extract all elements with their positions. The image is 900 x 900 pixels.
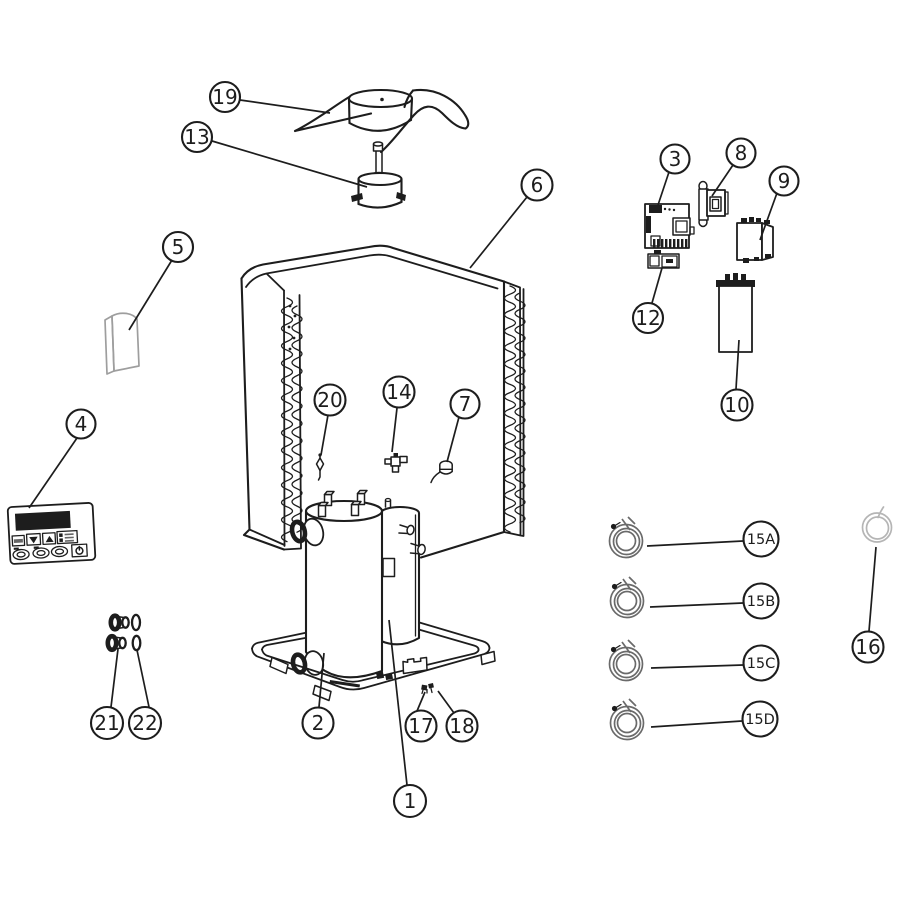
spa-button: [32, 547, 50, 559]
pan-foot-right: [480, 650, 496, 666]
callout-15a: 15A: [646, 520, 780, 558]
pan-foot-front: [312, 684, 332, 702]
compressor: [379, 497, 426, 646]
up-arrow-icon: [45, 535, 54, 543]
coil-fins-left-2: [291, 305, 303, 533]
pan-foot-left: [269, 656, 289, 675]
svg-text:15B: 15B: [747, 594, 775, 610]
contactor: [698, 180, 729, 228]
compressor-port-upper: [398, 524, 415, 536]
mode-button-label: [13, 538, 23, 543]
motor-mount-tab-left: [351, 193, 363, 202]
svg-text:15A: 15A: [747, 532, 775, 548]
control-keypad: [6, 502, 97, 565]
compressor-terminal-cover: [382, 557, 396, 578]
svg-text:16: 16: [855, 635, 880, 659]
compressor-capacitor: [716, 273, 755, 353]
fan-motor: [351, 141, 406, 209]
callout-20: 20: [313, 383, 347, 456]
compressor-port-lower: [409, 542, 426, 556]
base-pan: [251, 647, 496, 702]
sensor-clips: [421, 683, 434, 695]
callout-2: 2: [301, 652, 335, 740]
valve-core-fitting: [384, 453, 408, 473]
board-terminal-pins: [653, 239, 688, 248]
sensor-coil-15d: [609, 698, 645, 741]
callout-15b: 15B: [649, 582, 780, 620]
grommet-fitting: [430, 460, 453, 484]
svg-text:4: 4: [75, 412, 88, 436]
callout-5: 5: [128, 230, 195, 331]
coil-fins-right-2: [514, 292, 526, 524]
lcd-display: [14, 510, 71, 531]
svg-text:13: 13: [184, 125, 209, 149]
water-port-upper: [289, 517, 325, 547]
sensor-coil-15a: [608, 516, 644, 559]
coil-fins-right: [503, 285, 517, 533]
access-cover: [104, 312, 140, 375]
svg-text:9: 9: [778, 169, 791, 193]
sensor-coil-15b: [609, 576, 645, 619]
svg-text:5: 5: [172, 235, 185, 259]
callout-22: 22: [127, 649, 163, 741]
svg-text:7: 7: [459, 392, 472, 416]
callout-15c: 15C: [650, 644, 780, 682]
pool-button: [12, 548, 30, 561]
svg-text:12: 12: [635, 306, 660, 330]
fan-capacitor: [736, 217, 774, 263]
union-fittings: [105, 613, 130, 653]
wire-loop: [861, 506, 893, 543]
svg-text:19: 19: [212, 85, 237, 109]
fan-blade: [293, 88, 470, 154]
o-rings: [130, 613, 142, 652]
relay: [647, 250, 680, 269]
coil-tube-dots: [287, 304, 297, 351]
sensor-coil-15c: [608, 639, 644, 682]
svg-text:3: 3: [669, 147, 682, 171]
svg-text:21: 21: [94, 711, 119, 735]
down-arrow-icon: [29, 536, 38, 544]
callout-18: 18: [437, 690, 479, 743]
svg-text:6: 6: [531, 173, 544, 197]
callout-16: 16: [851, 546, 885, 664]
callout-4: 4: [28, 408, 97, 509]
callout-19: 19: [208, 80, 331, 114]
callout-8: 8: [711, 137, 757, 197]
temperature-sensor: [315, 453, 325, 481]
motor-mount-tab-right: [396, 192, 406, 201]
callout-13: 13: [180, 120, 368, 188]
callout-10: 10: [720, 339, 754, 422]
callout-12: 12: [631, 267, 665, 335]
control-board: [644, 203, 695, 249]
svg-text:10: 10: [724, 393, 749, 417]
svg-text:8: 8: [735, 141, 748, 165]
callout-6: 6: [469, 168, 554, 269]
callout-14: 14: [382, 375, 416, 453]
callout-9: 9: [759, 165, 800, 241]
svg-text:20: 20: [317, 388, 342, 412]
svg-text:15D: 15D: [745, 712, 775, 728]
svg-text:15C: 15C: [747, 656, 776, 672]
heat-button: [50, 545, 69, 558]
svg-text:17: 17: [408, 714, 433, 738]
callout-15d: 15D: [650, 700, 779, 738]
callout-21: 21: [89, 648, 125, 741]
svg-text:18: 18: [449, 714, 474, 738]
callout-1: 1: [388, 619, 428, 819]
coil-fins-left: [280, 297, 294, 543]
pan-bracket: [402, 656, 428, 675]
svg-text:22: 22: [132, 711, 157, 735]
condenser-coil-panel: [240, 244, 526, 559]
svg-text:2: 2: [312, 711, 325, 735]
svg-text:1: 1: [404, 789, 417, 813]
callout-7: 7: [446, 388, 481, 463]
callout-17: 17: [404, 691, 438, 743]
heat-exchanger: [289, 489, 396, 679]
svg-text:14: 14: [386, 380, 411, 404]
callout-3: 3: [657, 143, 691, 206]
mounting-studs: [317, 489, 368, 518]
